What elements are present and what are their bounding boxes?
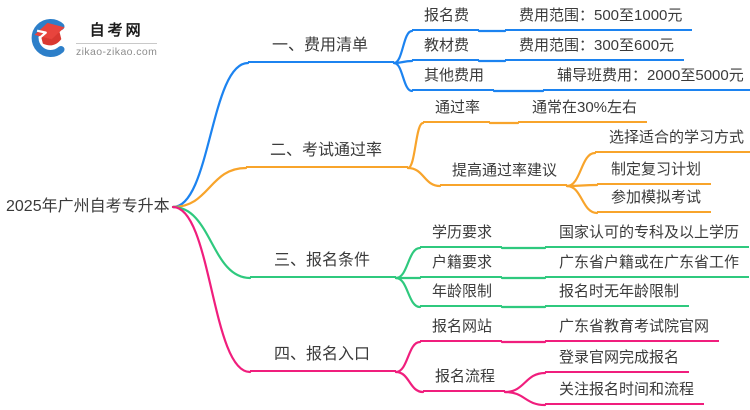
leaf-age-limit-detail[interactable]: 报名时无年龄限制 [545,280,690,307]
node-pass-rate[interactable]: 通过率 [423,96,491,123]
leaf-registration-website-detail[interactable]: 广东省教育考试院官网 [545,315,720,342]
node-registration-website[interactable]: 报名网站 [420,315,503,342]
graduation-cap-logo-icon [31,19,65,57]
leaf-residency-requirement-detail[interactable]: 广东省户籍或在广东省工作 [545,251,750,278]
mindmap-root-node[interactable]: 2025年广州自考专升本 [6,198,170,215]
leaf-textbook-fee-range[interactable]: 费用范围：300至600元 [505,34,685,61]
node-exam-pass-rate[interactable]: 二、考试通过率 [246,139,409,168]
logo-site-url: zikao-zikao.com [76,45,158,58]
node-textbook-fee[interactable]: 教材费 [412,34,480,61]
leaf-education-requirement-detail[interactable]: 国家认可的专科及以上学历 [545,221,750,248]
node-registration-process[interactable]: 报名流程 [423,365,506,392]
leaf-pass-rate-value[interactable]: 通常在30%左右 [518,96,648,123]
leaf-review-plan[interactable]: 制定复习计划 [597,158,712,185]
node-improve-pass-rate-tips[interactable]: 提高通过率建议 [440,159,568,186]
leaf-tutoring-fee-range[interactable]: 辅导班费用：2000至5000元 [543,64,750,91]
node-residency-requirement[interactable]: 户籍要求 [420,251,503,278]
leaf-login-register[interactable]: 登录官网完成报名 [545,346,690,373]
node-registration-entry[interactable]: 四、报名入口 [250,343,397,372]
logo-site-name: 自考网 [76,19,158,44]
node-registration-fee[interactable]: 报名费 [412,4,480,31]
leaf-registration-fee-range[interactable]: 费用范围：500至1000元 [505,4,693,31]
leaf-study-method[interactable]: 选择适合的学习方式 [595,126,750,153]
leaf-mock-exam[interactable]: 参加模拟考试 [597,186,712,213]
node-fee-list[interactable]: 一、费用清单 [248,34,395,63]
node-age-limit[interactable]: 年龄限制 [420,280,503,307]
node-other-fees[interactable]: 其他费用 [412,64,495,91]
node-registration-requirements[interactable]: 三、报名条件 [250,249,397,278]
site-logo: 自考网 zikao-zikao.com [28,18,158,58]
leaf-follow-schedule[interactable]: 关注报名时间和流程 [545,378,705,405]
node-education-requirement[interactable]: 学历要求 [420,221,503,248]
